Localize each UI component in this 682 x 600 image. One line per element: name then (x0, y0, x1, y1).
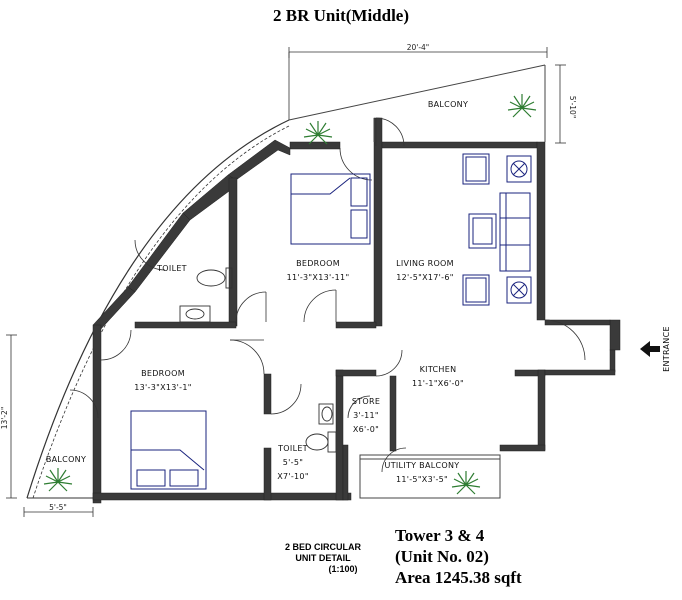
dim-top-width: 20'-4" (407, 43, 430, 52)
dimension-top (288, 47, 548, 120)
tower-info-line3: Area 1245.38 sqft (395, 568, 522, 587)
utility-balcony-size: 11'-5"X3'-5" (396, 475, 448, 484)
kitchen-size: 11'-1"X6'-0" (412, 379, 464, 388)
walls (92, 117, 621, 504)
toilet2-size-line2: X7'-10" (277, 472, 309, 481)
bedroom1-size: 11'-3"X13'-11" (287, 273, 350, 282)
toilet2-fixtures (305, 403, 337, 453)
living-room-name: LIVING ROOM (396, 259, 454, 268)
plant-top-right (507, 94, 537, 118)
entrance-arrow (640, 341, 660, 357)
bedroom1-name: BEDROOM (296, 259, 340, 268)
dim-right-depth: 5'-10" (568, 96, 577, 119)
utility-balcony-rail (359, 454, 501, 499)
unit-detail-caption: 2 BED CIRCULAR UNIT DETAIL (1:100) (278, 542, 368, 575)
bedroom2-name: BEDROOM (141, 369, 185, 378)
dimension-right (555, 64, 566, 144)
doors (69, 117, 586, 473)
plant-utility (451, 471, 481, 495)
plant-left (43, 468, 73, 492)
toilet2-size-line1: 5'-5" (283, 458, 303, 467)
kitchen-name: KITCHEN (420, 365, 457, 374)
dimension-bottom (23, 507, 94, 517)
unit-detail-line2: UNIT DETAIL (295, 553, 351, 563)
tower-info-line2: (Unit No. 02) (395, 547, 489, 566)
dim-left-height: 13'-2" (0, 407, 9, 430)
tower-info-line1: Tower 3 & 4 (395, 526, 485, 545)
balcony-top-name: BALCONY (428, 100, 468, 109)
dimension-left (6, 334, 17, 499)
tower-info: Tower 3 & 4 (Unit No. 02) Area 1245.38 s… (395, 525, 522, 588)
toilet1-name: TOILET (156, 264, 187, 273)
store-name: STORE (352, 397, 380, 406)
dim-bottom-width: 5'-5" (49, 503, 67, 512)
bed-bedroom2 (130, 410, 207, 490)
plan-title: 2 BR Unit(Middle) (273, 6, 409, 25)
curved-balcony-edge (26, 119, 290, 499)
bed-bedroom1 (290, 173, 371, 245)
balcony-top-rail (288, 64, 546, 142)
plant-top-left (303, 121, 333, 145)
living-room-size: 12'-5"X17'-6" (396, 273, 453, 282)
entrance-label: ENTRANCE (662, 326, 671, 372)
bedroom2-size: 13'-3"X13'-1" (134, 383, 191, 392)
unit-detail-line1: 2 BED CIRCULAR (284, 542, 361, 552)
living-furniture (462, 153, 532, 306)
store-size-line2: X6'-0" (353, 425, 379, 434)
balcony-left-name: BALCONY (46, 455, 86, 464)
utility-balcony-name: UTILITY BALCONY (385, 461, 460, 470)
toilet1-fixtures (179, 267, 233, 323)
store-size-line1: 3'-11" (353, 411, 379, 420)
unit-detail-scale: (1:100) (328, 564, 358, 574)
toilet2-name: TOILET (277, 444, 308, 453)
